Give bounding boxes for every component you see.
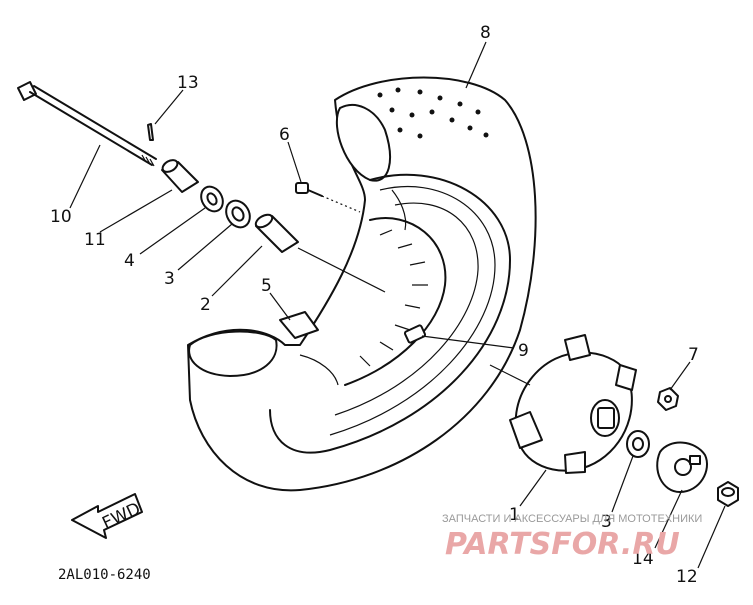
watermark-logo: PARTSFOR.RU [445,527,680,562]
tire-part-8 [187,76,537,492]
callout-1: 1 [509,505,520,525]
gear-unit-part-14 [656,441,708,493]
callout-7: 7 [688,345,699,365]
valve-part-9 [403,324,427,344]
watermark: ЗАПЧАСТИ И АКСЕССУАРЫ ДЛЯ МОТОТЕХНИКИ PA… [442,513,702,562]
oil-seal-part-3b [626,430,650,458]
wheel-rim [299,189,447,386]
callout-14: 14 [632,549,654,569]
bearing-part-4 [200,185,224,213]
callout-12: 12 [676,567,698,587]
callout-11: 11 [84,230,106,250]
part-code: 2AL010-6240 [58,567,151,583]
callout-8: 8 [480,23,491,43]
callout-3b: 3 [601,512,612,532]
watermark-tagline: ЗАПЧАСТИ И АКСЕССУАРЫ ДЛЯ МОТОТЕХНИКИ [442,513,702,525]
callout-13: 13 [177,73,199,93]
hub-part-1 [489,334,637,474]
cotter-pin-part-13 [147,123,154,141]
leader-lines [69,41,726,569]
collar-part-11 [161,159,199,193]
callout-6: 6 [279,125,290,145]
forward-arrow-icon: FWD [71,493,144,539]
oil-seal-part-3a [225,199,251,229]
nut-part-7 [657,387,679,411]
axle-part-10 [17,81,157,167]
callout-labels: 8 13 6 10 11 4 3 2 5 9 7 1 3 14 12 [50,23,699,587]
callout-4: 4 [124,251,135,271]
callout-10: 10 [50,207,72,227]
spacer-part-2 [254,213,299,253]
callout-3a: 3 [164,269,175,289]
callout-9: 9 [518,341,529,361]
callout-2: 2 [200,295,211,315]
nut-part-12 [717,481,739,507]
bolt-part-6 [295,182,361,213]
callout-5: 5 [261,276,272,296]
